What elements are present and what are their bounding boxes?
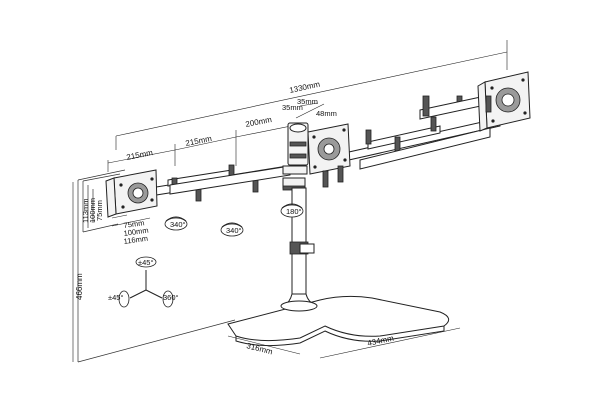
vesa-vertical-dimensions: 113mm 100mm 75mm	[81, 198, 104, 223]
dim-48: 48mm	[316, 109, 337, 118]
center-head	[282, 122, 351, 191]
base	[227, 295, 450, 347]
left-arm	[149, 163, 301, 202]
left-guides	[77, 169, 236, 363]
height-dimension: 466mm	[72, 182, 84, 362]
dim-100h: 100mm	[123, 226, 149, 238]
dim-215b: 215mm	[185, 134, 213, 148]
svg-text:340°: 340°	[170, 220, 186, 229]
svg-text:340°: 340°	[226, 226, 242, 235]
dim-200: 200mm	[245, 115, 273, 129]
dim-100v: 100mm	[88, 198, 97, 223]
left-vesa-plate	[105, 169, 158, 218]
svg-text:180°: 180°	[286, 207, 302, 216]
dim-215a: 215mm	[126, 148, 154, 162]
center-plate-dimensions: 35mm 35mm 48mm	[282, 97, 337, 119]
axis-symbol: ±45° ±45° 360°	[108, 256, 179, 308]
rotate-label: 360°	[163, 293, 179, 302]
vesa-horizontal-dimensions: 75mm 100mm 116mm	[111, 214, 151, 246]
dim-116h: 116mm	[123, 234, 148, 246]
tilt-label: ±45°	[138, 258, 153, 267]
segment-dimensions: 215mm 215mm 200mm	[107, 115, 297, 172]
rotation-340a: 340°	[164, 216, 188, 231]
dim-113: 113mm	[81, 199, 90, 223]
swivel-label: ±45°	[108, 293, 123, 302]
dim-1330: 1330mm	[289, 80, 322, 95]
right-arm	[339, 94, 501, 170]
dim-35b: 35mm	[282, 103, 303, 112]
dim-466: 466mm	[75, 273, 84, 300]
dim-316: 316mm	[246, 341, 274, 356]
dim-75h: 75mm	[123, 218, 145, 230]
right-vesa-plate	[477, 71, 531, 132]
dim-75v: 75mm	[95, 200, 104, 221]
rotation-340b: 340°	[220, 222, 244, 237]
dim-35a: 35mm	[297, 97, 318, 106]
rotation-180: 180°	[280, 203, 304, 218]
